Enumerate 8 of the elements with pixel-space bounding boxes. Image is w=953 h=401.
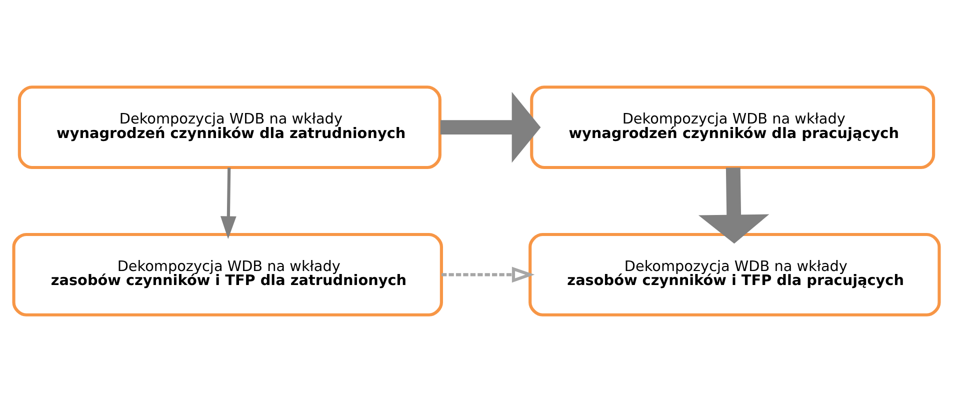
arrow: [698, 167, 770, 244]
node-box: Dekompozycja WDB na wkłady wynagrodzeń czynników dla pracujących: [530, 85, 936, 169]
node-box: Dekompozycja WDB na wkłady zasobów czynników i TFP dla pracujących: [528, 232, 941, 316]
arrow: [442, 266, 535, 282]
node-box: Dekompozycja WDB na wkłady wynagrodzeń czynników dla zatrudnionych: [18, 85, 442, 169]
node-box: Dekompozycja WDB na wkłady zasobów czynników i TFP dla zatrudnionych: [12, 232, 443, 316]
arrow: [220, 167, 236, 238]
arrow: [440, 91, 541, 162]
